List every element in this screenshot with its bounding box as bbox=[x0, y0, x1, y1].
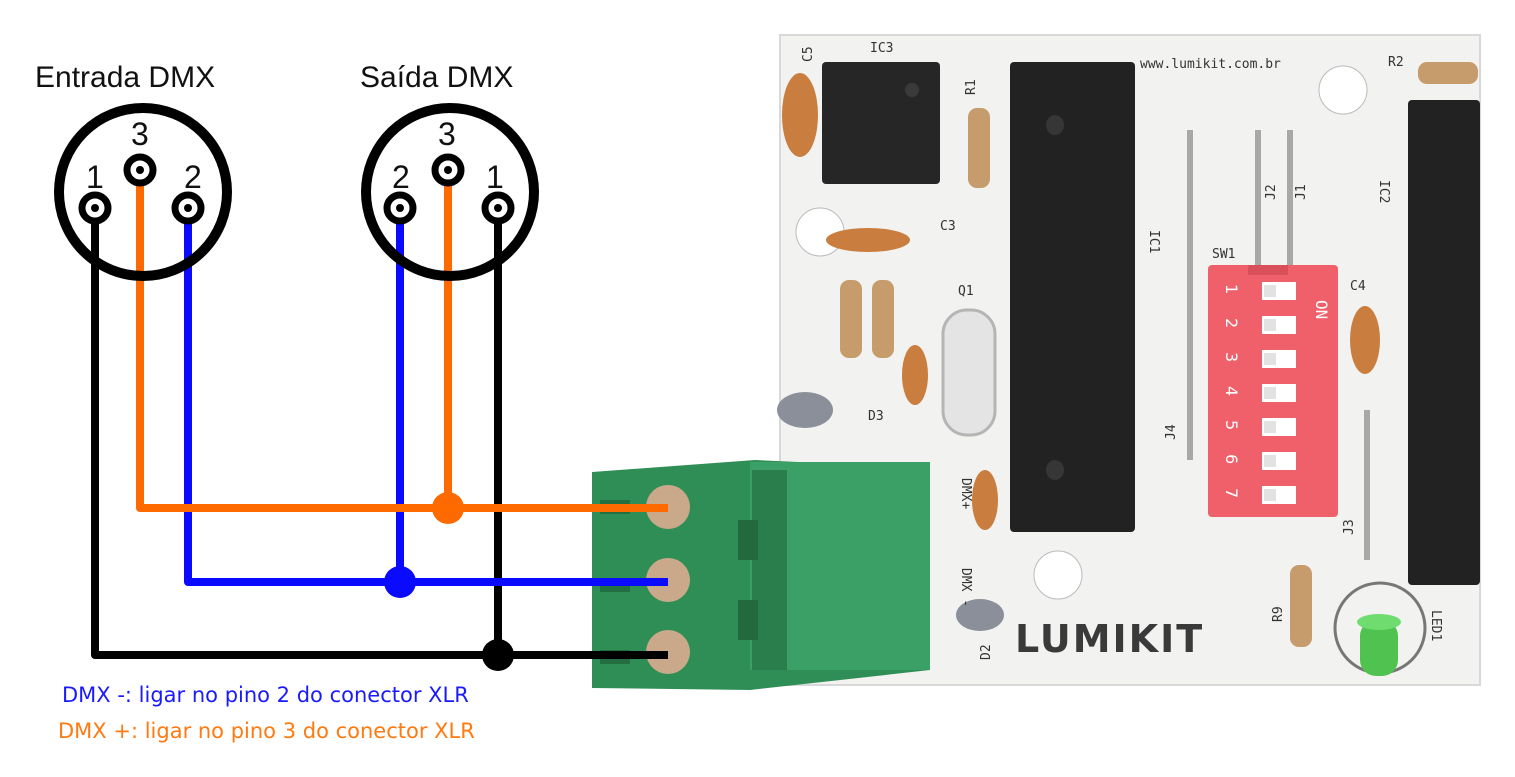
xlr-output-pin-3-label: 3 bbox=[438, 116, 456, 152]
dip-switch-number: 4 bbox=[1222, 386, 1241, 396]
junction-dmx-minus bbox=[384, 566, 416, 598]
led1 bbox=[1360, 620, 1398, 676]
resistor-r2 bbox=[1418, 62, 1478, 84]
board-brand: LUMIKIT bbox=[1015, 617, 1204, 661]
xlr-input-pin-1-label: 1 bbox=[86, 159, 104, 195]
pcb-dmx-minus-label: DMX - bbox=[958, 568, 973, 607]
pcb-dmx-plus-label: DMX+ bbox=[958, 478, 973, 509]
resistor-r1 bbox=[968, 108, 990, 188]
dip-switch-number: 7 bbox=[1222, 488, 1241, 498]
dip-switch-knob bbox=[1264, 319, 1276, 331]
ic2-chip bbox=[1408, 100, 1480, 585]
junction-dmx-plus bbox=[432, 492, 464, 524]
dip-switch-sw1: ON 1 2 3 4 5 6 7 bbox=[1208, 265, 1338, 517]
ic1-chip bbox=[1010, 62, 1135, 532]
junction-ground bbox=[482, 639, 514, 671]
xlr-output-connector: 2 3 1 bbox=[361, 103, 539, 281]
dip-switch-knob bbox=[1264, 285, 1276, 297]
r2-label: R2 bbox=[1388, 55, 1404, 70]
dip-on-label: ON bbox=[1312, 300, 1331, 319]
input-title: Entrada DMX bbox=[35, 61, 215, 94]
d3-label: D3 bbox=[868, 409, 884, 424]
xlr-input-connector: 1 3 2 bbox=[54, 103, 232, 281]
xlr-input-pin-2-label: 2 bbox=[184, 159, 202, 195]
capacitor-c4 bbox=[1350, 306, 1380, 374]
dip-switch-number: 5 bbox=[1222, 420, 1241, 430]
mounting-hole bbox=[1318, 65, 1368, 115]
ground-wire bbox=[91, 210, 668, 659]
note-dmx-minus: DMX -: ligar no pino 2 do conector XLR bbox=[62, 683, 469, 707]
c4-label: C4 bbox=[1350, 279, 1366, 294]
xlr-input-pin-3-label: 3 bbox=[131, 116, 149, 152]
ic3-chip bbox=[822, 62, 940, 184]
dip-switch-number: 2 bbox=[1222, 318, 1241, 328]
dip-switch-knob bbox=[1264, 353, 1276, 365]
q1-label: Q1 bbox=[958, 284, 974, 299]
resistor bbox=[840, 280, 862, 358]
wires bbox=[91, 172, 668, 659]
diode-d2 bbox=[956, 599, 1004, 631]
resistor-r9 bbox=[1290, 565, 1312, 647]
dip-switch-knob bbox=[1264, 455, 1276, 467]
diode-d3 bbox=[777, 392, 833, 428]
dip-switch-number: 3 bbox=[1222, 352, 1241, 362]
capacitor bbox=[972, 470, 998, 530]
resistor bbox=[872, 280, 894, 358]
dip-switch-knob bbox=[1264, 387, 1276, 399]
led1-label: LED1 bbox=[1428, 610, 1443, 641]
sw1-label: SW1 bbox=[1212, 247, 1235, 262]
c5-label: C5 bbox=[801, 46, 816, 62]
dmx-plus-wire bbox=[136, 172, 668, 512]
r9-label: R9 bbox=[1271, 606, 1286, 622]
ic1-label: IC1 bbox=[1146, 230, 1161, 253]
board-website: www.lumikit.com.br bbox=[1140, 57, 1281, 72]
j2-label: J2 bbox=[1264, 184, 1279, 200]
dmx-minus-wire bbox=[184, 210, 668, 586]
mounting-hole bbox=[1033, 550, 1083, 600]
capacitor bbox=[902, 345, 928, 405]
dip-switch-number: 6 bbox=[1222, 454, 1241, 464]
dip-switch-knob bbox=[1264, 489, 1276, 501]
j4-label: J4 bbox=[1164, 424, 1179, 440]
xlr-output-ring bbox=[361, 103, 539, 281]
capacitor-c3 bbox=[826, 228, 910, 252]
dip-switch-number: 1 bbox=[1222, 284, 1241, 294]
crystal-q1 bbox=[941, 308, 997, 437]
c3-label: C3 bbox=[940, 219, 956, 234]
ic2-label: IC2 bbox=[1376, 180, 1391, 203]
xlr-output-pin-2-label: 2 bbox=[392, 159, 410, 195]
note-dmx-plus: DMX +: ligar no pino 3 do conector XLR bbox=[58, 719, 475, 743]
j3-label: J3 bbox=[1342, 519, 1357, 535]
ic3-label: IC3 bbox=[870, 41, 893, 56]
capacitor-c5 bbox=[782, 73, 818, 157]
xlr-output-pin-1-label: 1 bbox=[486, 159, 504, 195]
xlr-input-ring bbox=[54, 103, 232, 281]
r1-label: R1 bbox=[964, 79, 979, 95]
output-title: Saída DMX bbox=[360, 61, 513, 94]
d2-label: D2 bbox=[979, 644, 994, 660]
j1-label: J1 bbox=[1294, 184, 1309, 200]
dip-switch-knob bbox=[1264, 421, 1276, 433]
